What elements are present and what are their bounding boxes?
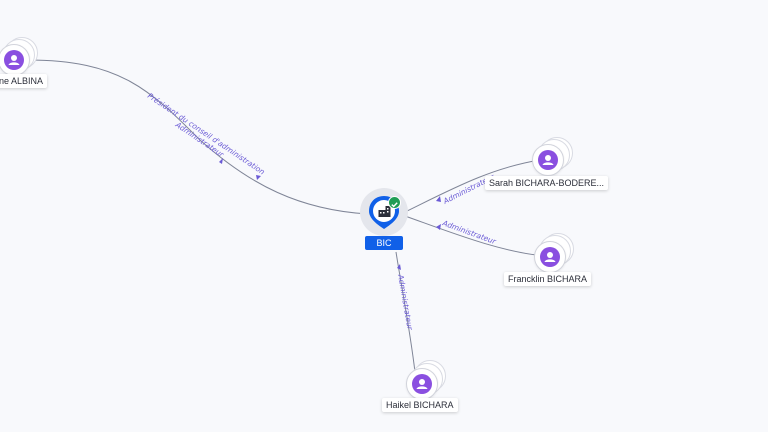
person-name-label: Sarah BICHARA-BODERE... bbox=[485, 176, 609, 190]
edge-arrow bbox=[436, 224, 441, 230]
user-icon bbox=[542, 155, 554, 165]
person-node-haikel[interactable]: Haikel BICHARA bbox=[382, 360, 482, 420]
edge-arrow bbox=[256, 175, 261, 180]
edge-francklin-bic bbox=[404, 215, 546, 257]
user-icon bbox=[416, 379, 428, 389]
avatar[interactable] bbox=[406, 368, 438, 400]
company-node[interactable]: BIC bbox=[358, 188, 410, 252]
person-node-sarah[interactable]: Sarah BICHARA-BODERE... bbox=[485, 136, 609, 196]
avatar[interactable] bbox=[534, 241, 566, 273]
company-label[interactable]: BIC bbox=[365, 236, 403, 250]
edge-arrow bbox=[397, 264, 401, 270]
building-icon bbox=[378, 206, 391, 217]
person-node-francklin[interactable]: Francklin BICHARA bbox=[504, 232, 604, 292]
avatar[interactable] bbox=[0, 44, 30, 76]
edge-label-president: Président du conseil d'administration bbox=[146, 91, 267, 177]
check-icon bbox=[388, 196, 401, 209]
edge-arrow bbox=[436, 196, 441, 202]
person-name-label: ne ALBINA bbox=[0, 74, 48, 88]
avatar[interactable] bbox=[532, 144, 564, 176]
person-node-albina[interactable]: ne ALBINA bbox=[0, 36, 100, 96]
person-name-label: Francklin BICHARA bbox=[504, 272, 592, 286]
edge-haikel-bic bbox=[395, 251, 416, 373]
edge-albina-bic bbox=[27, 59, 369, 215]
user-icon bbox=[544, 252, 556, 262]
edge-arrow bbox=[219, 158, 223, 164]
user-icon bbox=[8, 55, 20, 65]
edge-label-admin-haikel: Administrateur bbox=[396, 273, 415, 332]
person-name-label: Haikel BICHARA bbox=[382, 398, 458, 412]
edge-sarah-bic bbox=[404, 159, 541, 213]
